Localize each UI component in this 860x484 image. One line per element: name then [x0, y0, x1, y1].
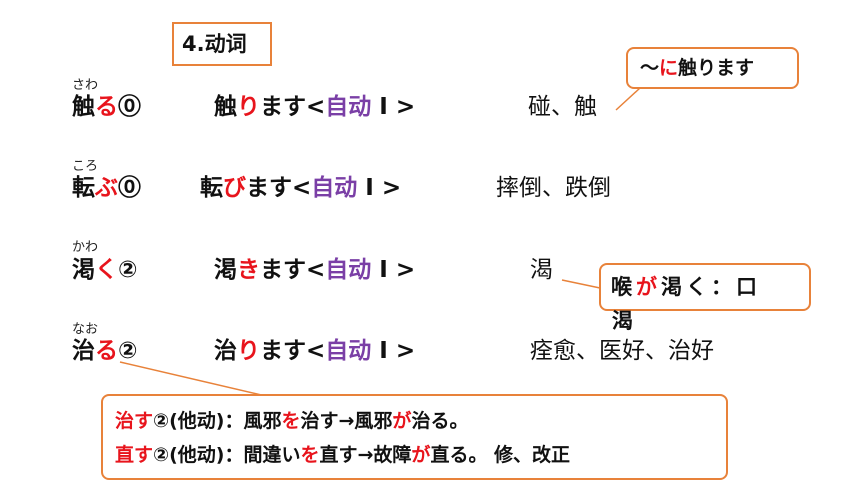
verb-masu-form: 治ります<自动 Ⅰ >: [214, 338, 416, 364]
verb-masu-form: 転びます<自动 Ⅰ >: [200, 175, 402, 201]
ruby-reading: かわ: [72, 240, 99, 255]
verb-meaning: 渴: [530, 257, 553, 283]
naosu-line-fix: 直す②(他动)：間違いを直す→故障が直る。 修、改正: [115, 444, 571, 466]
verb-meaning: 碰、触: [528, 94, 597, 120]
callout-nodo-ga-kawaku: 喉が渇く：口: [599, 263, 811, 311]
callout-ni-sawarimasu: ～に触ります: [626, 47, 799, 89]
verb-masu-form: 渇きます<自动 Ⅰ >: [214, 257, 416, 283]
ruby-reading: なお: [72, 322, 99, 337]
naosu-line-cure: 治す②(他动)：風邪を治す→風邪が治る。: [115, 410, 469, 432]
verb-masu-form: 触ります<自动 Ⅰ >: [214, 94, 416, 120]
ruby-reading: ころ: [72, 159, 99, 174]
callout-naosu-comparison: 治す②(他动)：風邪を治す→風邪が治る。 直す②(他动)：間違いを直す→故障が直…: [101, 394, 728, 480]
verb-dictionary-form: 転ぶ⓪: [72, 175, 141, 201]
verb-dictionary-form: 治る②: [72, 338, 138, 364]
verb-meaning: 痊愈、医好、治好: [530, 338, 714, 364]
section-title: 4.动词: [172, 22, 272, 66]
verb-meaning: 摔倒、跌倒: [496, 175, 611, 201]
callout-overflow-text: 渴: [612, 309, 633, 333]
verb-dictionary-form: 渇く②: [72, 257, 138, 283]
ruby-reading: さわ: [72, 78, 99, 93]
verb-dictionary-form: 触る⓪: [72, 94, 141, 120]
